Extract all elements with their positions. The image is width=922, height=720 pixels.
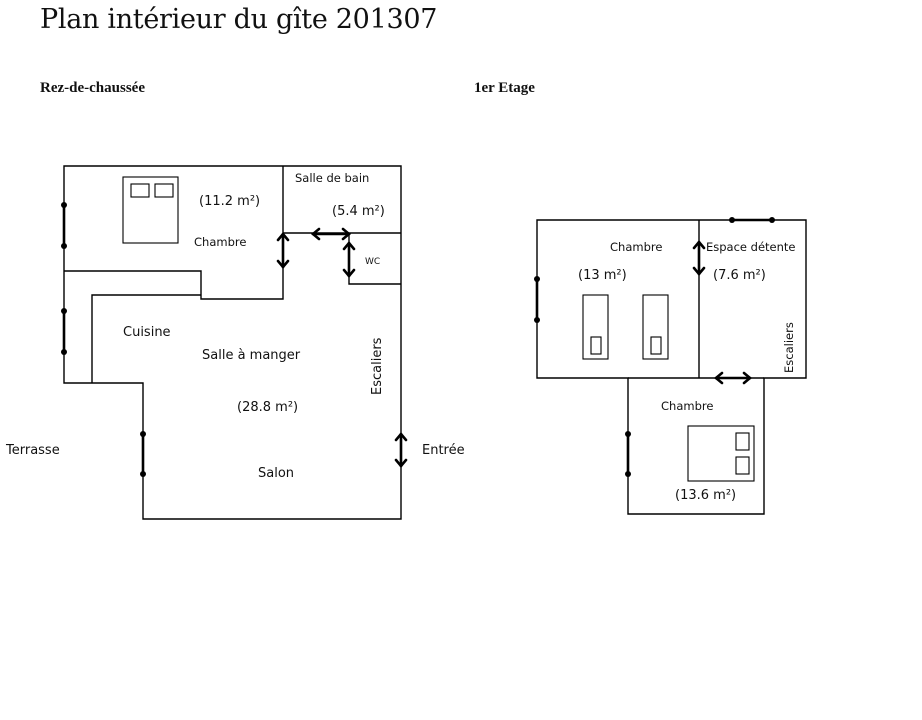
first-window-chambre1 (534, 276, 540, 323)
terrasse-label: Terrasse (5, 443, 60, 458)
ground-living-label: Salon (258, 466, 294, 481)
ground-door-kitchen-window (61, 308, 67, 355)
first-floor-title: 1er Etage (474, 80, 535, 96)
ground-bathroom-area: (5.4 m²) (332, 204, 385, 219)
first-pillow-bottom (735, 456, 750, 475)
first-single-pillow-1 (590, 336, 602, 355)
ground-dining-label: Salle à manger (202, 348, 301, 363)
ground-door-terrasse (140, 431, 146, 477)
ground-door-entree (394, 431, 408, 469)
ground-bathroom-label: Salle de bain (295, 171, 369, 185)
first-relax-area: (7.6 m²) (713, 268, 766, 283)
ground-floor-title: Rez-de-chaussée (40, 80, 145, 96)
first-door-chambre1 (692, 239, 706, 277)
ground-door-bathroom (310, 227, 352, 241)
first-floor-plan: Chambre (13 m²) Espace détente (7.6 m²) … (534, 217, 807, 515)
ground-pillow-left (130, 183, 150, 198)
ground-bedroom-label: Chambre (194, 235, 246, 249)
first-bedroom2-label: Chambre (661, 399, 713, 413)
first-window-chambre2 (625, 431, 631, 477)
ground-outer-wall (63, 165, 402, 520)
first-pillow-top (735, 432, 750, 451)
first-outer-wall (536, 219, 807, 515)
first-window-espace (729, 217, 775, 223)
first-bedroom1-area: (13 m²) (578, 268, 627, 283)
ground-dining-area: (28.8 m²) (237, 400, 298, 415)
ground-bedroom-area: (11.2 m²) (199, 194, 260, 209)
ground-kitchen-wall (91, 294, 201, 383)
page-title: Plan intérieur du gîte 201307 (40, 4, 438, 35)
entree-label: Entrée (422, 443, 465, 458)
first-stairs-label: Escaliers (782, 322, 796, 373)
first-bedroom1-label: Chambre (610, 240, 662, 254)
ground-floor-plan: (11.2 m²) Chambre Salle de bain (5.4 m²)… (5, 165, 465, 520)
ground-door-bedroom (276, 231, 290, 270)
first-bedroom2-area: (13.6 m²) (675, 488, 736, 503)
first-door-chambre2 (713, 371, 753, 385)
first-relax-label: Espace détente (706, 240, 796, 254)
ground-door-wc (342, 240, 356, 279)
ground-wc-label: WC (365, 257, 380, 267)
ground-door-bedroom-window (61, 202, 67, 249)
ground-kitchen-label: Cuisine (123, 325, 171, 340)
first-single-pillow-2 (650, 336, 662, 355)
ground-pillow-right (154, 183, 174, 198)
ground-stairs-label: Escaliers (370, 337, 385, 395)
